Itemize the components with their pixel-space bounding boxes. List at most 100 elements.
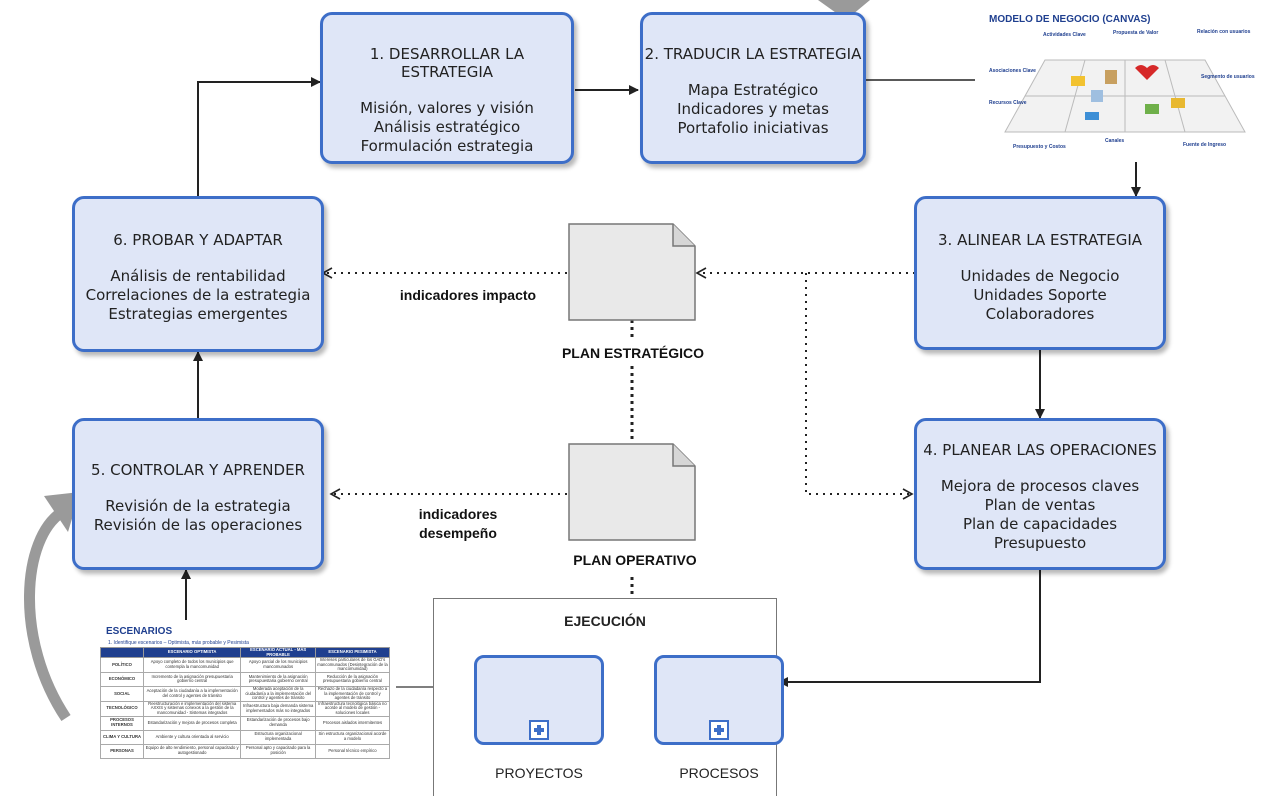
step-5-line: Revisión de las operaciones	[93, 516, 303, 534]
table-row: POLÍTICO Apoyo completo de todos los mun…	[100, 657, 391, 673]
step-1-line: Formulación estrategia	[360, 137, 534, 155]
step-6-probar-adaptar[interactable]: 6. PROBAR Y ADAPTAR Análisis de rentabil…	[72, 196, 324, 352]
escenarios-header-row: ESCENARIO OPTIMISTA ESCENARIO ACTUAL - M…	[100, 646, 391, 659]
row-label: PERSONAS	[100, 743, 144, 759]
plan-operativo-document-icon	[568, 443, 696, 541]
row-label: ECONÓMICO	[100, 671, 144, 687]
step-3-title: 3. ALINEAR LA ESTRATEGIA	[937, 231, 1143, 249]
table-cell: Personal técnico empírico	[314, 743, 391, 759]
table-cell: Estandarización y mejora de procesos com…	[142, 715, 242, 731]
table-cell: Estandarización de procesos bajo demanda	[240, 715, 316, 731]
step-4-line: Plan de capacidades	[962, 515, 1118, 533]
escenarios-header: ESCENARIO PESIMISTA	[314, 646, 391, 659]
canvas-relacion-label: Relación con usuarios	[1197, 29, 1251, 35]
table-row: CLIMA Y CULTURA Ambiente y cultura orien…	[100, 729, 391, 745]
table-cell: Infraestructura baja demanda sistema imp…	[240, 700, 316, 717]
proyectos-label: PROYECTOS	[495, 765, 583, 781]
table-row: TECNOLÓGICO Reestructuración e implement…	[100, 700, 391, 717]
canvas-title: MODELO DE NEGOCIO (CANVAS)	[989, 14, 1151, 25]
step-3-alinear-estrategia[interactable]: 3. ALINEAR LA ESTRATEGIA Unidades de Neg…	[914, 196, 1166, 350]
indicadores-impacto-label: indicadores impacto	[399, 287, 537, 303]
step-3-line: Unidades Soporte	[973, 286, 1107, 304]
step-3-line: Unidades de Negocio	[960, 267, 1120, 285]
table-row: ECONÓMICO Incremento de la asignación pr…	[100, 671, 391, 687]
escenarios-header: ESCENARIO ACTUAL - MÁS PROBABLE	[240, 646, 316, 659]
escenarios-subtitle: 1. Identifique escenarios – Optimista, m…	[108, 640, 249, 646]
canvas-propuesta-label: Propuesta de Valor	[1113, 30, 1159, 36]
step-2-line: Portafolio iniciativas	[677, 119, 829, 137]
table-row: SOCIAL Aceptación de la ciudadanía a la …	[100, 685, 391, 702]
table-cell: Estructura organizacional implementada	[240, 729, 316, 745]
escenarios-table-image: ESCENARIOS 1. Identifique escenarios – O…	[96, 624, 396, 779]
table-cell: Ambiente y cultura orientada al servicio	[142, 729, 242, 745]
table-cell: Intereses particulares de los GAD's manc…	[314, 657, 391, 673]
table-row: PERSONAS Equipo de alto rendimiento, per…	[100, 743, 391, 759]
table-cell: Reducción de la asignación presupuestari…	[314, 671, 391, 687]
table-cell: Mantenimiento de la asignación presupues…	[240, 671, 316, 687]
procesos-box[interactable]	[654, 655, 784, 745]
plan-estrategico-document-icon	[568, 223, 696, 321]
step-6-line: Correlaciones de la estrategia	[85, 286, 311, 304]
step-2-line: Mapa Estratégico	[687, 81, 819, 99]
arrow-step6-to-step1	[197, 77, 321, 198]
step-1-line: Análisis estratégico	[373, 118, 521, 136]
expand-plus-icon[interactable]	[709, 720, 729, 740]
table-cell: Moderada aceptación de la ciudadanía a l…	[240, 685, 316, 702]
step-4-line: Mejora de procesos claves	[940, 477, 1140, 495]
return-arrow-head	[44, 492, 80, 532]
canvas-asociaciones-label: Asociaciones Clave	[989, 68, 1036, 74]
plan-estrategico-label: PLAN ESTRATÉGICO	[561, 345, 705, 361]
canvas-fuente-label: Fuente de Ingreso	[1183, 142, 1227, 148]
step-1-desarrollar-estrategia[interactable]: 1. DESARROLLAR LA ESTRATEGIA Misión, val…	[320, 12, 574, 164]
row-label: POLÍTICO	[100, 657, 144, 673]
step-3-line: Colaboradores	[985, 305, 1095, 323]
table-cell: Aceptación de la ciudadanía a la impleme…	[142, 685, 242, 702]
step-1-line: Misión, valores y visión	[360, 99, 534, 117]
table-cell: Equipo de alto rendimiento, personal cap…	[142, 743, 242, 759]
canvas-actividades-label: Actividades Clave	[1043, 32, 1086, 38]
escenarios-header	[100, 646, 144, 659]
table-cell: Procesos aislados intermitentes	[314, 715, 391, 731]
canvas-segmento-label: Segmento de usuarios	[1201, 74, 1255, 80]
indicadores-desempeno-label-1: indicadores	[418, 506, 498, 522]
ejecucion-container: EJECUCIÓN PROYECTOS PROCESOS	[433, 598, 784, 796]
ejecucion-title: EJECUCIÓN	[564, 613, 646, 629]
step-5-line: Revisión de la estrategia	[105, 497, 291, 515]
table-cell: Apoyo completo de todos los municipios q…	[142, 657, 242, 673]
step-4-planear-operaciones[interactable]: 4. PLANEAR LAS OPERACIONES Mejora de pro…	[914, 418, 1166, 570]
dotted-branch-to-step4	[805, 273, 914, 500]
plan-operativo-label: PLAN OPERATIVO	[573, 552, 697, 568]
return-arrow	[24, 507, 71, 722]
canvas-canales-label: Canales	[1105, 138, 1125, 144]
escenarios-table: ESCENARIO OPTIMISTA ESCENARIO ACTUAL - M…	[100, 646, 391, 759]
canvas-presupuesto-label: Presupuesto y Costos	[1013, 144, 1066, 150]
row-label: CLIMA Y CULTURA	[100, 729, 144, 745]
table-cell: Personal apto y capacitado para la posic…	[240, 743, 316, 759]
row-label: PROCESOS INTERNOS	[100, 715, 144, 731]
arrow-step4-to-ejecucion	[778, 570, 1041, 687]
step-4-title: 4. PLANEAR LAS OPERACIONES	[923, 441, 1157, 459]
table-cell: Infraestructura tecnológica básica no ac…	[314, 700, 391, 717]
canvas-illustration	[1004, 59, 1246, 133]
business-model-canvas-image: MODELO DE NEGOCIO (CANVAS) Actividades C…	[975, 12, 1263, 162]
proyectos-box[interactable]	[474, 655, 604, 745]
procesos-label: PROCESOS	[679, 765, 759, 781]
step-2-traducir-estrategia[interactable]: 2. TRADUCIR LA ESTRATEGIA Mapa Estratégi…	[640, 12, 866, 164]
step-4-line: Plan de ventas	[984, 496, 1096, 514]
table-row: PROCESOS INTERNOS Estandarización y mejo…	[100, 715, 391, 731]
step-5-controlar-aprender[interactable]: 5. CONTROLAR Y APRENDER Revisión de la e…	[72, 418, 324, 570]
step-4-line: Presupuesto	[993, 534, 1087, 552]
top-gray-arrow	[818, 0, 870, 20]
table-cell: Incremento de la asignación presupuestar…	[142, 671, 242, 687]
row-label: TECNOLÓGICO	[100, 700, 144, 717]
step-2-line: Indicadores y metas	[677, 100, 829, 118]
expand-plus-icon[interactable]	[529, 720, 549, 740]
table-cell: Apoyo parcial de los municipios mancomun…	[240, 657, 316, 673]
indicadores-desempeno-label-2: desempeño	[419, 525, 497, 541]
step-1-title: 1. DESARROLLAR LA ESTRATEGIA	[369, 45, 525, 81]
row-label: SOCIAL	[100, 685, 144, 702]
step-6-title: 6. PROBAR Y ADAPTAR	[113, 231, 283, 249]
step-6-line: Análisis de rentabilidad	[110, 267, 286, 285]
table-cell: Reestructuración e implementación del si…	[142, 700, 242, 717]
